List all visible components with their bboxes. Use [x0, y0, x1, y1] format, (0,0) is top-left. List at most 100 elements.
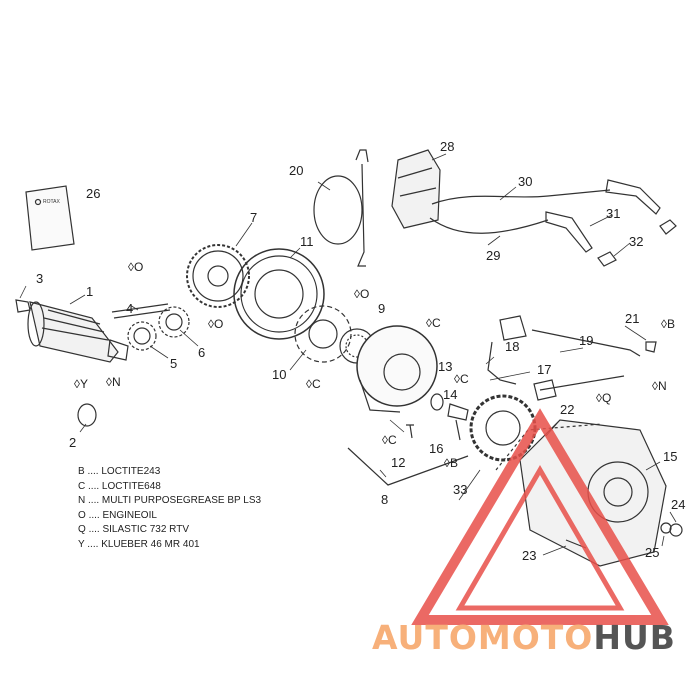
lubricant-symbols: ◊O ◊O ◊O ◊Y ◊N ◊C ◊C ◊C ◊C ◊B ◊B ◊N ◊Q	[74, 260, 675, 470]
callout-28: 28	[440, 139, 454, 154]
legend-text: LOCTITE243	[101, 466, 161, 477]
callout-2: 2	[69, 435, 76, 450]
callout-15: 15	[663, 449, 677, 464]
idler-shaft	[111, 303, 171, 319]
washer	[430, 393, 444, 411]
legend-text: MULTI PURPOSEGREASE BP LS3	[101, 495, 262, 506]
symbol-oil-letter-2: O	[214, 317, 223, 331]
flywheel	[356, 325, 438, 413]
symbol-silastic: ◊Q	[596, 391, 611, 405]
symbol-loctite648: ◊C	[306, 377, 321, 391]
legend-text: KLUEBER 46 MR 401	[101, 538, 200, 550]
symbol-loctite648-3: ◊C	[454, 372, 469, 386]
legend-code: N	[78, 495, 86, 506]
legend-dots: ....	[88, 509, 100, 521]
callout-22: 22	[560, 402, 574, 417]
plug-o-ring	[660, 522, 672, 534]
legend-text: ENGINEOIL	[102, 509, 157, 521]
flywheel-bolt	[406, 424, 414, 439]
legend-dots: ....	[88, 495, 100, 506]
callout-19: 19	[579, 333, 593, 348]
spark-plug-cap-lower	[545, 211, 593, 253]
callout-32: 32	[629, 234, 643, 249]
double-gear	[158, 306, 190, 338]
symbol-grease-letter: N	[112, 375, 121, 389]
symbol-grease: ◊N	[106, 375, 121, 389]
legend-code: Q	[78, 524, 86, 535]
callout-14: 14	[443, 387, 457, 402]
spark-plug-lower	[597, 251, 617, 267]
symbol-loctite243: ◊B	[444, 456, 458, 470]
symbol-grease-2: ◊N	[652, 379, 667, 393]
symbol-loctite648-2: ◊C	[426, 316, 441, 330]
symbol-loctite648-letter-4: C	[388, 433, 397, 447]
callout-11: 11	[300, 234, 314, 249]
callout-29: 29	[486, 248, 500, 263]
callout-8: 8	[381, 492, 388, 507]
ht-lead-lower	[429, 217, 549, 234]
symbol-grease-letter-2: N	[658, 379, 667, 393]
legend-row: C .... LOCTITE648	[78, 480, 261, 495]
legend: B .... LOCTITE243 C .... LOCTITE648 N ..…	[78, 465, 261, 552]
freewheel-plate	[294, 305, 352, 363]
legend-code: Y	[78, 538, 85, 550]
callout-16: 16	[429, 441, 443, 456]
callout-18: 18	[505, 339, 519, 354]
watermark-triangle	[411, 408, 669, 625]
legend-code: B	[78, 466, 85, 477]
symbol-oil: ◊O	[128, 260, 143, 274]
symbol-silastic-letter: Q	[602, 391, 611, 405]
legend-dots: ....	[88, 524, 100, 535]
watermark-logo: AUTOMOTOHUB	[372, 618, 676, 657]
sensor-cable	[313, 149, 369, 267]
flywheel-nut	[447, 403, 469, 421]
starter-motor	[27, 301, 129, 363]
callout-31: 31	[606, 206, 620, 221]
legend-row: Q .... SILASTIC 732 RTV	[78, 523, 261, 538]
bracket-lines	[347, 447, 469, 486]
callout-21: 21	[625, 311, 639, 326]
legend-text: LOCTITE648	[101, 480, 161, 492]
callout-17: 17	[537, 362, 551, 377]
manual-booklet-label: ROTAX	[43, 199, 61, 205]
large-gear	[186, 244, 250, 308]
callout-10: 10	[272, 367, 286, 382]
callout-25: 25	[645, 545, 659, 560]
callout-13: 13	[438, 359, 452, 374]
manual-booklet: ROTAX	[25, 185, 75, 251]
legend-row: N .... MULTI PURPOSEGREASE BP LS3	[78, 494, 261, 509]
legend-dots: ....	[87, 466, 99, 477]
callout-9: 9	[378, 301, 385, 316]
callout-24: 24	[671, 497, 685, 512]
symbol-oil-3: ◊O	[354, 287, 369, 301]
symbol-loctite648-letter-3: C	[460, 372, 469, 386]
callout-20: 20	[289, 163, 303, 178]
screw-21	[645, 341, 657, 353]
freewheel-ring	[233, 248, 325, 340]
legend-text: SILASTIC 732 RTV	[102, 524, 189, 535]
pickup-sensor	[533, 379, 557, 401]
symbol-oil-letter: O	[134, 260, 143, 274]
spark-plug-upper	[659, 219, 677, 235]
o-ring	[77, 403, 97, 427]
watermark-text-hub: HUB	[593, 618, 676, 657]
callout-33: 33	[453, 482, 467, 497]
leader-lines	[19, 153, 677, 556]
symbol-loctite648-4: ◊C	[382, 433, 397, 447]
symbol-oil-2: ◊O	[208, 317, 223, 331]
callout-5: 5	[170, 356, 177, 371]
legend-dots: ....	[87, 538, 99, 550]
watermark-text-auto: AUTO	[372, 618, 478, 657]
watermark-text-moto: MOTO	[477, 618, 594, 657]
callout-26: 26	[86, 186, 100, 201]
callout-7: 7	[250, 210, 257, 225]
ht-lead-upper	[431, 189, 611, 205]
legend-row: O .... ENGINEOIL	[78, 509, 261, 524]
symbol-klueber: ◊Y	[74, 377, 88, 391]
symbol-loctite243-2: ◊B	[661, 317, 675, 331]
symbol-loctite648-letter-2: C	[432, 316, 441, 330]
symbol-loctite243-letter-2: B	[667, 317, 675, 331]
callout-1: 1	[86, 284, 93, 299]
callout-12: 12	[391, 455, 405, 470]
symbol-loctite243-letter: B	[450, 456, 458, 470]
